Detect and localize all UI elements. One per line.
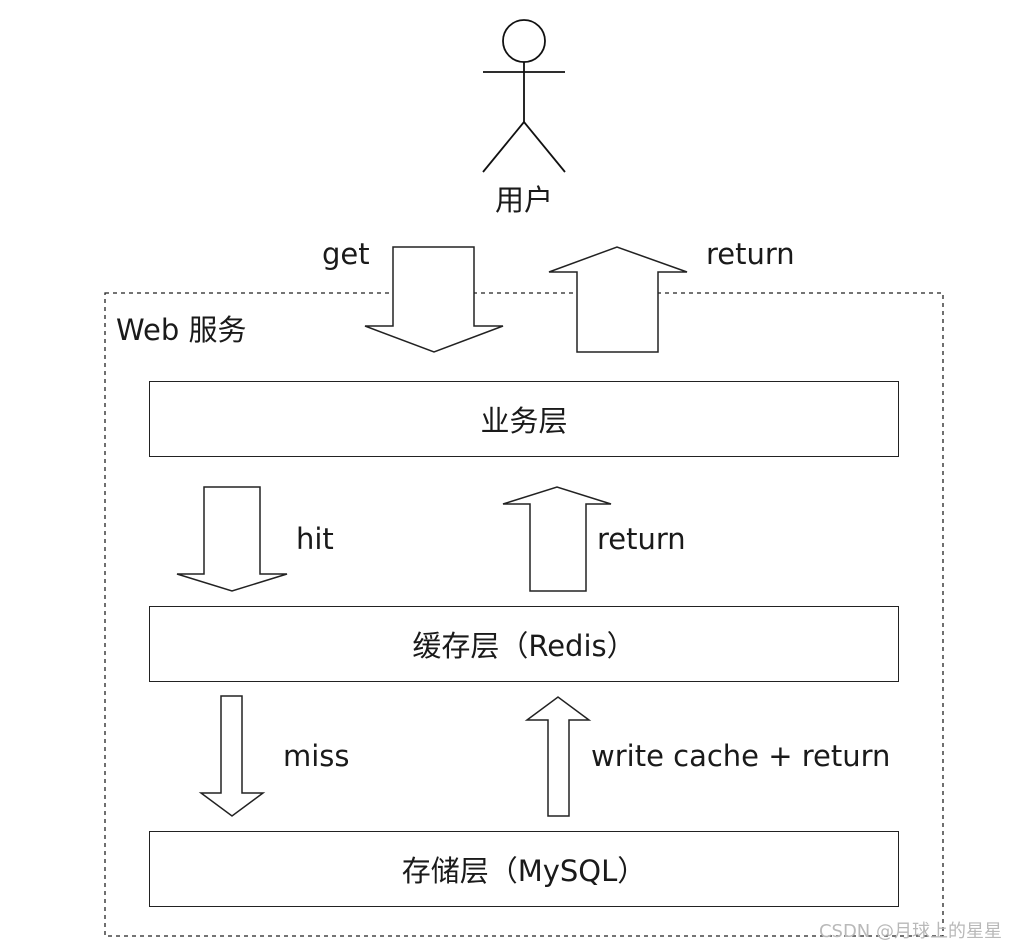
storage-layer-label: 存储层（MySQL） bbox=[401, 854, 647, 888]
storage-layer-box: 存储层（MySQL） bbox=[149, 831, 899, 907]
get-label: get bbox=[322, 237, 370, 271]
business-layer-label: 业务层 bbox=[480, 404, 568, 438]
cache-layer-box: 缓存层（Redis） bbox=[149, 606, 899, 682]
write-cache-arrow bbox=[524, 696, 592, 817]
watermark: CSDN @月球上的星星 bbox=[818, 921, 1002, 942]
web-service-label: Web 服务 bbox=[116, 313, 247, 347]
hit-label: hit bbox=[296, 522, 334, 556]
write-cache-label: write cache + return bbox=[591, 739, 891, 773]
business-layer-box: 业务层 bbox=[149, 381, 899, 457]
return-user-label: return bbox=[706, 237, 795, 271]
return-user-arrow bbox=[548, 246, 688, 353]
miss-arrow bbox=[198, 695, 266, 817]
cache-layer-label: 缓存层（Redis） bbox=[412, 629, 636, 663]
return-cache-label: return bbox=[597, 522, 686, 556]
user-label: 用户 bbox=[495, 183, 554, 217]
web-service-container bbox=[104, 292, 944, 937]
user-figure-icon bbox=[482, 19, 566, 173]
hit-arrow bbox=[176, 486, 288, 592]
return-cache-arrow bbox=[502, 486, 612, 592]
get-arrow bbox=[364, 246, 504, 353]
miss-label: miss bbox=[283, 739, 350, 773]
